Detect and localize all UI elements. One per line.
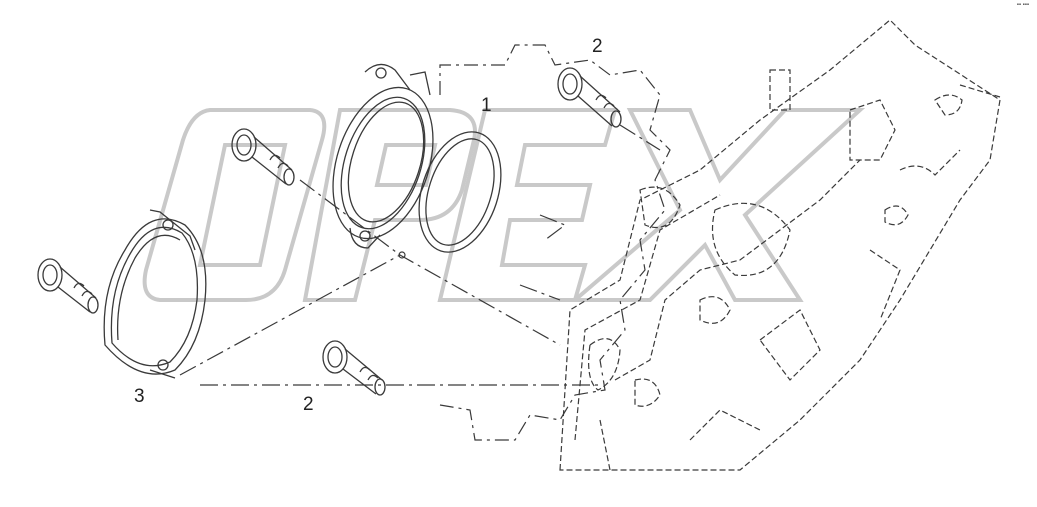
axis-center-mark (398, 251, 406, 259)
gear-outline (439, 44, 671, 441)
watermark-logo (142, 108, 866, 302)
bolt-top-right (557, 67, 622, 128)
callout-part-3: 3 (134, 386, 145, 407)
callout-part-1: 1 (481, 95, 492, 116)
assembly-axis-lines (179, 124, 661, 386)
bolt-far-left (37, 258, 99, 314)
callout-part-2-bottom: 2 (303, 394, 314, 415)
corner-mark: ▪▪ ▪▪▪ (1016, 2, 1029, 8)
engine-block (559, 19, 1001, 471)
end-cover-plate (103, 209, 207, 379)
callout-part-2-top: 2 (592, 36, 603, 57)
seal-housing-flange (332, 63, 434, 249)
bolt-bottom-center (322, 340, 386, 396)
bolt-upper-left (231, 128, 295, 186)
seal-ring (418, 131, 502, 253)
